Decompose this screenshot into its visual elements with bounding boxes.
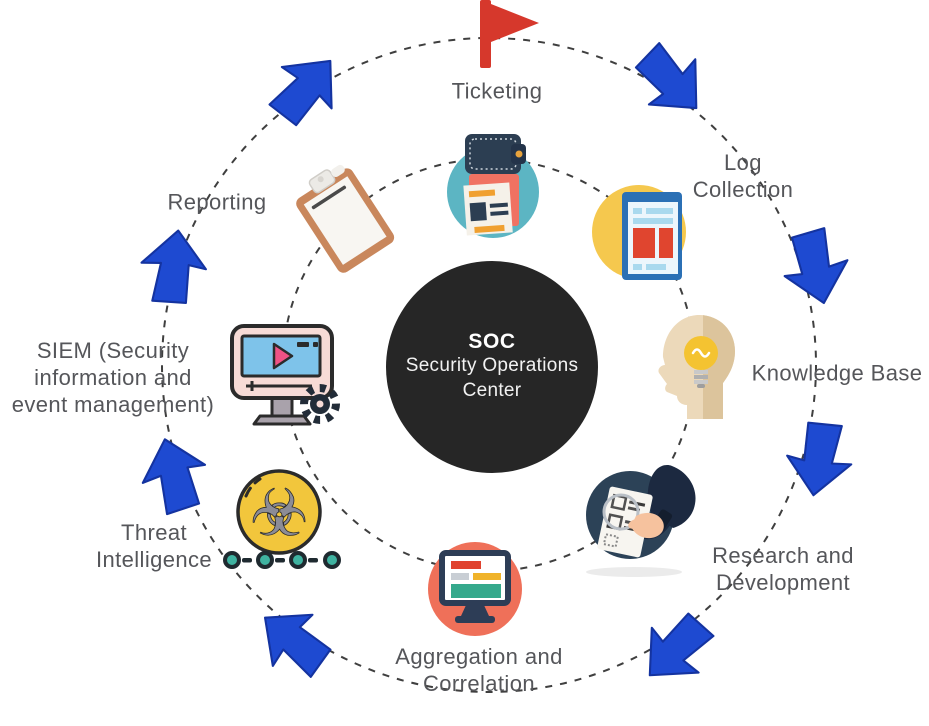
biohazard-icon: ☣ <box>236 469 322 555</box>
soc-subtitle: Security Operations Center <box>405 355 579 401</box>
arrow-aggregation-to-threat-icon <box>263 613 332 678</box>
media-monitor-gear-icon <box>230 324 340 426</box>
label-siem: SIEM (Security information and event man… <box>11 337 215 417</box>
arrow-logcollection-to-knowledgebase-icon <box>783 227 849 305</box>
svg-text:☣: ☣ <box>250 477 307 551</box>
arrow-ticketing-to-logcollection-icon <box>634 42 698 110</box>
label-aggregation-correlation: Aggregation and Correlation <box>395 644 563 696</box>
soc-center-circle: SOC Security Operations Center <box>386 261 598 473</box>
head-lightbulb-icon <box>658 315 736 419</box>
dashboard-monitor-icon <box>428 542 522 636</box>
clipboard-icon <box>296 164 395 273</box>
label-research-development: Research and Development <box>712 543 854 595</box>
dotted-chain-icon <box>223 551 341 569</box>
outer-dashed-ring <box>161 37 817 693</box>
arrow-research-to-aggregation-icon <box>648 612 715 677</box>
label-reporting: Reporting <box>167 189 267 215</box>
browser-logs-icon <box>592 185 686 280</box>
label-knowledge-base: Knowledge Base <box>751 360 923 386</box>
arrow-knowledgebase-to-research-icon <box>786 421 853 497</box>
label-ticketing: Ticketing <box>451 78 543 104</box>
soc-title: SOC <box>468 330 516 354</box>
arrow-reporting-to-ticketing-icon <box>268 59 333 127</box>
flag-icon <box>480 0 539 68</box>
wallet-documents-icon <box>447 134 539 238</box>
arrow-siem-to-reporting-icon <box>140 229 207 304</box>
label-log-collection: Log Collection <box>692 150 794 202</box>
label-threat-intelligence: Threat Intelligence <box>95 520 213 572</box>
arrow-threat-to-siem-icon <box>141 438 207 516</box>
analyst-magnifier-icon <box>586 465 696 577</box>
